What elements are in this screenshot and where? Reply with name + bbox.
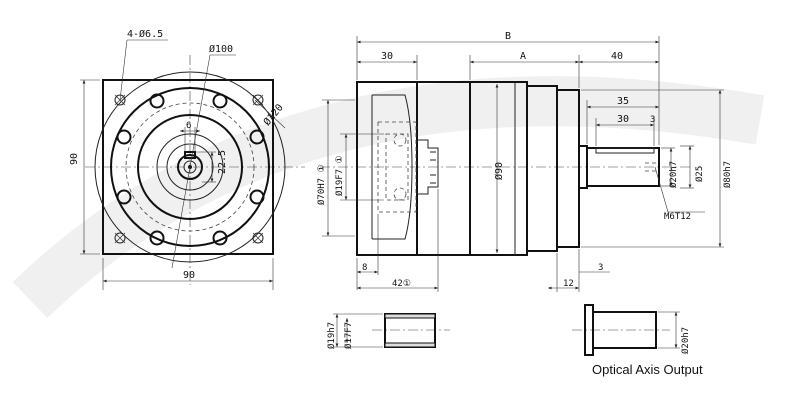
flange-thk-label: 12: [563, 279, 574, 289]
spigot-dia-label: Ø80h7: [722, 161, 733, 188]
pcd-leader: [171, 54, 211, 269]
shaft-circle: [177, 154, 203, 180]
optical-caption: Optical Axis Output: [592, 362, 703, 377]
input-dim-label: Ø19F7: [334, 169, 345, 196]
svg-text:42①: 42①: [392, 279, 411, 289]
bolt-hole: [212, 230, 228, 246]
input-total-mark: ①: [403, 279, 411, 289]
shoulder-dia-label: Ø25: [694, 166, 705, 182]
flange-leader: [254, 99, 286, 129]
coupling-clamp: [416, 139, 439, 195]
watermark: [12, 76, 765, 319]
shaft-dia-label: Ø20h7: [668, 161, 679, 188]
bolt-hole: [149, 230, 165, 246]
sleeve-body: [384, 313, 436, 348]
hidden-bore: [377, 121, 417, 213]
svg-text:M6T12: M6T12: [664, 212, 691, 222]
optical-shaft-label: Ø20h7: [680, 327, 691, 354]
keyway: [184, 151, 196, 159]
key-height-label: 22.5: [217, 150, 228, 174]
input-length-label: 30: [381, 51, 393, 62]
thread-label: M6: [664, 212, 675, 222]
sleeve-detail: Ø19h7 Ø17F7: [326, 313, 450, 349]
bolt-circle: [125, 102, 255, 232]
input-housing-profile: [372, 94, 413, 240]
overall-length-label: B: [505, 31, 511, 42]
input-mark: ①: [335, 155, 345, 163]
pcd-label: Ø100: [209, 43, 233, 55]
height-label: 90: [69, 153, 80, 165]
hidden-screw: [393, 187, 407, 201]
shaft-length-label: 35: [617, 96, 629, 107]
bolt-hole: [249, 129, 265, 145]
hidden-screw: [393, 133, 407, 147]
bolt-hole: [149, 93, 165, 109]
bolt-hole: [116, 129, 132, 145]
side-view: B 30 A 40 35 30 3 Ø70H7 ① Ø19F7 ① Ø90 Ø2…: [316, 31, 733, 292]
hole-leader: [119, 39, 128, 101]
sleeve-wall-top: [384, 313, 436, 319]
optical-axis-detail: Ø20h7 Optical Axis Output: [572, 304, 703, 377]
optical-shaft: [592, 311, 657, 349]
output-length-label: 40: [611, 51, 623, 62]
input-total-label: 42: [392, 279, 403, 289]
sleeve-inner-label: Ø17F7: [343, 322, 354, 349]
width-label: 90: [183, 270, 195, 281]
body-length-label: A: [520, 51, 526, 62]
svg-text:Ø70H7 ①: Ø70H7 ①: [316, 164, 327, 205]
key-offset-label: 3: [650, 115, 655, 125]
key-width-label: 6: [186, 121, 191, 131]
spigot-len-label: 3: [598, 263, 603, 273]
bolt-holes: [116, 93, 265, 246]
thread-depth-label: T12: [675, 212, 691, 222]
bore-dim-label: Ø70H7: [316, 178, 327, 205]
input-depth-label: 8: [362, 263, 367, 273]
flange-circle: [94, 71, 286, 263]
spigot-circle: [156, 133, 224, 201]
hidden-input: [385, 133, 409, 201]
housing-outer-circle: [110, 87, 270, 247]
bore-mark: ①: [317, 164, 327, 172]
body-dia-label: Ø90: [493, 162, 505, 180]
hole-callout: 4-Ø6.5: [127, 28, 163, 40]
bore-circle: [137, 114, 243, 220]
sleeve-wall-bottom: [384, 342, 436, 348]
bolt-hole: [116, 189, 132, 205]
key-length-label: 30: [617, 114, 629, 125]
shaft-center-circle: [183, 160, 197, 174]
front-view: 4-Ø6.5 Ø100 Ø120 6 22.5 90 90: [69, 28, 305, 290]
svg-text:Ø19F7 ①: Ø19F7 ①: [334, 155, 345, 196]
square-flange: [102, 79, 274, 255]
shaft-key: [595, 147, 655, 154]
bolt-hole: [249, 189, 265, 205]
sleeve-outer-label: Ø19h7: [326, 322, 337, 349]
bolt-hole: [212, 93, 228, 109]
